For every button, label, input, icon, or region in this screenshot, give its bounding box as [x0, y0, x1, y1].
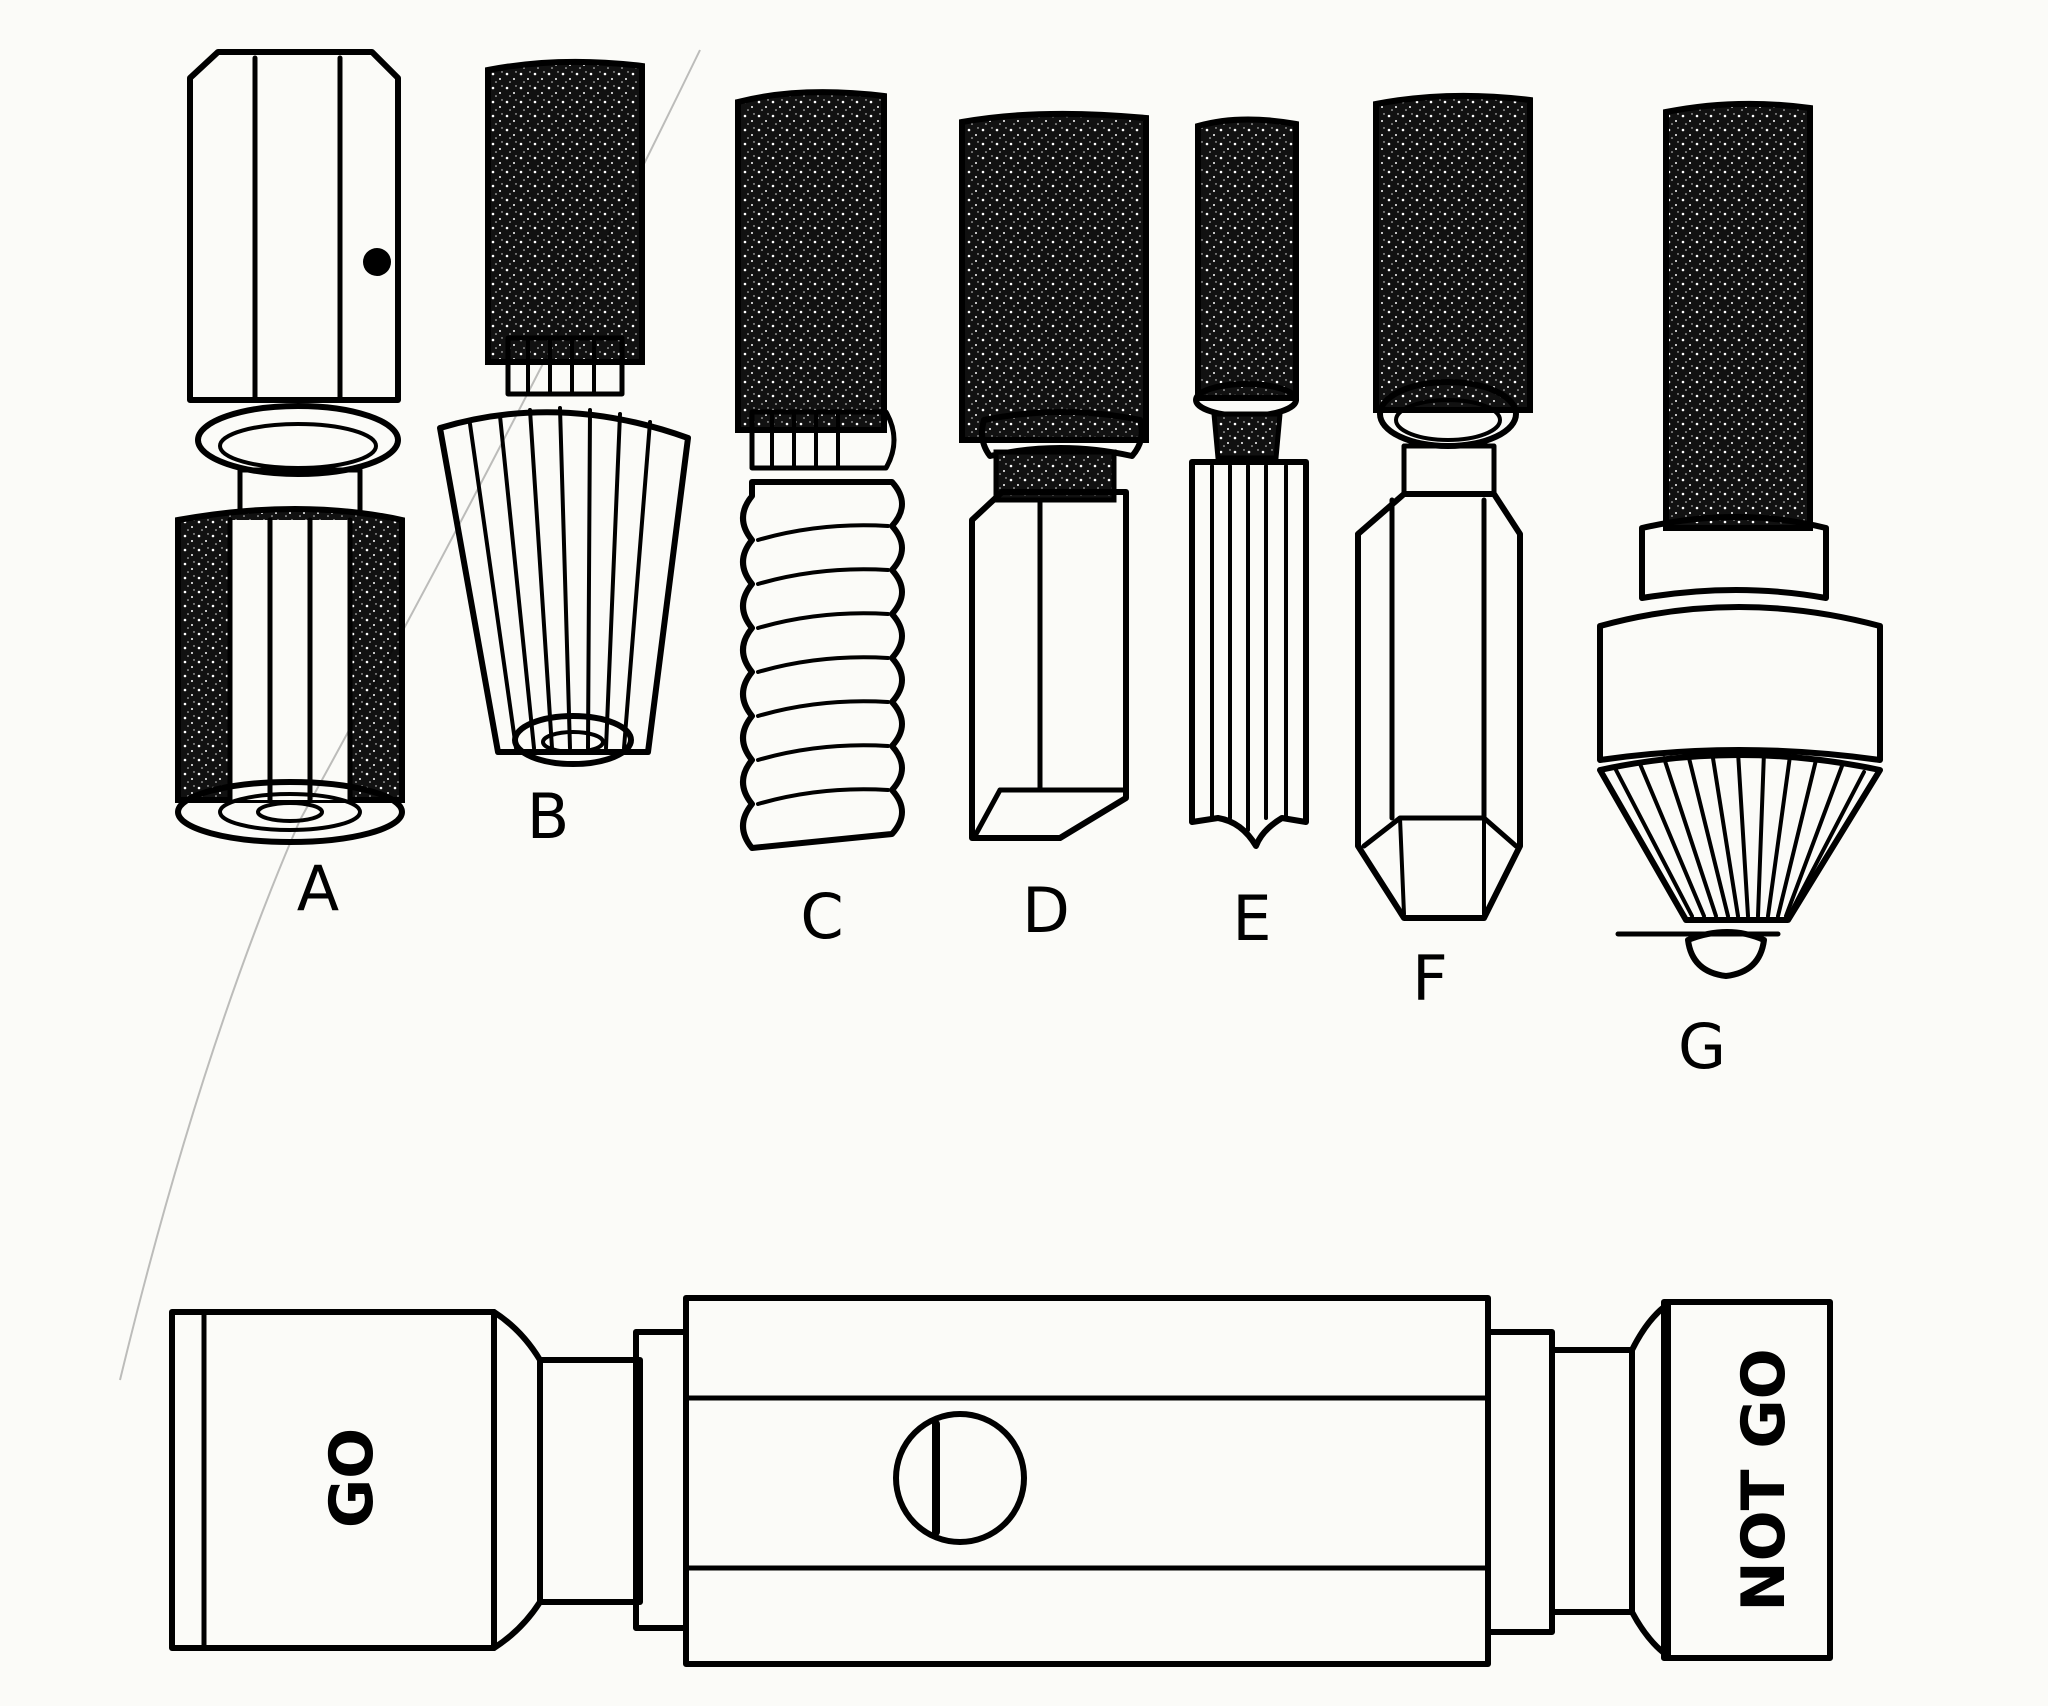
tool-e-label: E: [1232, 882, 1271, 955]
plug-gauge-right-collar: [1485, 1329, 1555, 1635]
tool-b-mounted-point: B: [437, 58, 691, 853]
tool-b-abrasive-shank: [485, 58, 645, 365]
tool-c-label: C: [800, 880, 843, 953]
plug-gauge-go-end: GO: [169, 1309, 497, 1651]
tool-d-collar: [979, 409, 1145, 459]
tool-f-mounted-point: F: [1355, 92, 1533, 1015]
tool-d-abrasive-shank: [959, 110, 1149, 443]
scan-crease: [119, 49, 701, 1381]
tool-d-neck: [993, 449, 1117, 503]
tool-f-hex-body: [1355, 491, 1523, 921]
tool-e-mounted-point: E: [1189, 116, 1309, 955]
plug-gauge-go-label: GO: [317, 1428, 387, 1528]
tool-g-label: G: [1678, 1010, 1726, 1083]
tool-g-fluted-cone: [1597, 750, 1883, 979]
tool-f-neck: [1401, 443, 1497, 497]
tool-d-mounted-point: D: [959, 110, 1149, 947]
tool-a-hex-shank: [187, 49, 401, 403]
plug-gauge-go-neck: [537, 1357, 643, 1605]
tool-a-label: A: [297, 852, 339, 925]
tool-e-neck: [1211, 411, 1283, 461]
plug-gauge-lock-screw: [893, 1411, 1027, 1545]
tool-a-mounted-point: A: [175, 49, 405, 925]
tool-g-mounted-point: G: [1597, 100, 1883, 1083]
plug-gauge-not-go-label: NOT GO: [1729, 1348, 1799, 1611]
plug-gauge: GO NOT GO: [169, 1295, 1833, 1667]
tool-d-square-prism: [969, 489, 1129, 841]
tool-d-label: D: [1022, 874, 1070, 947]
tool-c-mounted-point: C: [735, 89, 905, 953]
tool-a-abrasive-wheel: [175, 506, 405, 845]
tool-e-fluted-body: [1189, 459, 1309, 849]
plug-gauge-left-collar: [633, 1329, 689, 1631]
plug-gauge-handle: [683, 1295, 1491, 1667]
tool-g-cylinder: [1597, 604, 1883, 763]
tool-a-set-screw: [363, 248, 391, 276]
tool-b-label: B: [527, 780, 570, 853]
tool-f-label: F: [1412, 942, 1448, 1015]
tool-g-abrasive-shank: [1663, 100, 1813, 531]
tool-a-collar: [195, 403, 401, 477]
tool-e-abrasive-shank: [1195, 116, 1299, 401]
plug-gauge-go-taper: [491, 1309, 543, 1651]
plug-gauge-not-go-taper: [1629, 1301, 1671, 1659]
tool-c-neck: [749, 409, 897, 471]
tool-b-fluted-cone: [437, 406, 691, 767]
tool-c-threaded-body: [740, 479, 905, 851]
plug-gauge-not-go-end: NOT GO: [1661, 1299, 1833, 1661]
tool-b-neck: [505, 335, 625, 397]
plug-gauge-not-go-neck: [1549, 1347, 1635, 1615]
tool-c-abrasive-shank: [735, 89, 887, 433]
tool-f-abrasive-shank: [1373, 92, 1533, 413]
tool-g-collar: [1639, 514, 1829, 601]
